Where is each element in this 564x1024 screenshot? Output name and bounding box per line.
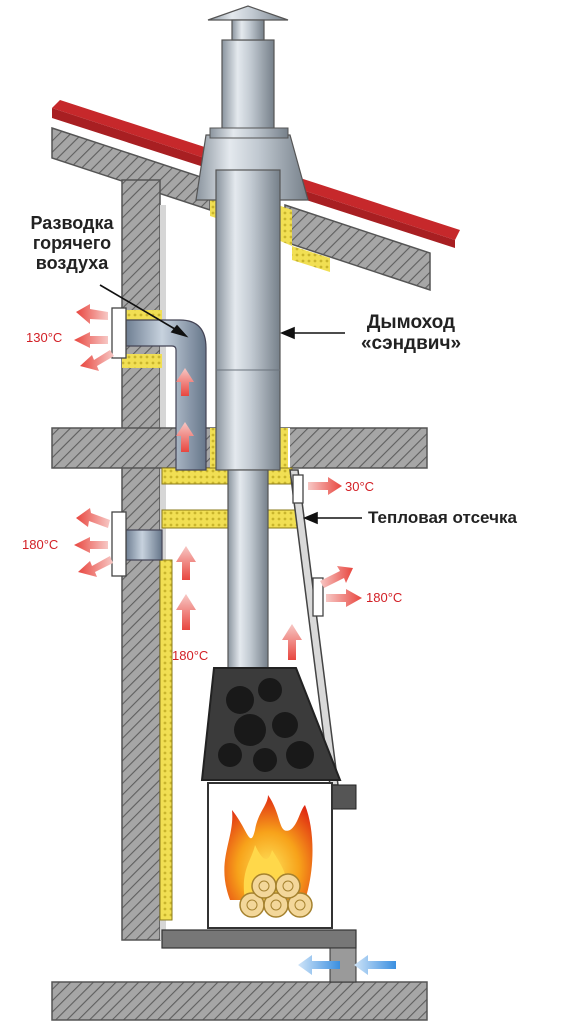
- floor: [51, 981, 428, 1021]
- temp-vent-lower: 180°C: [22, 537, 59, 552]
- chimney-label: Дымоход «сэндвич»: [352, 312, 470, 355]
- chimney-pipe: [195, 5, 309, 671]
- hot-air-label: Разводка горячего воздуха: [6, 213, 138, 273]
- chimney-label-line2: «сэндвич»: [360, 333, 462, 355]
- firewood-logs-icon: [239, 873, 313, 918]
- hot-air-label-line1: Разводка: [30, 213, 114, 233]
- temp-cutoff-above: 30°C: [345, 479, 375, 494]
- temp-inside-casing: 180°C: [172, 648, 209, 663]
- fireplace-hood: [200, 667, 357, 810]
- hot-air-label-line3: воздуха: [35, 253, 109, 274]
- leader-lines: [99, 284, 362, 525]
- thermal-cutoff-label: Тепловая отсечка: [368, 508, 517, 527]
- hot-air-label-line2: горячего: [32, 233, 112, 254]
- temp-vent-upper: 130°C: [26, 330, 63, 345]
- cold-air-arrows: [298, 955, 396, 975]
- temp-beside-chimney: 180°C: [366, 590, 403, 605]
- chimney-label-line1: Дымоход: [366, 312, 456, 333]
- hot-air-arrows: [74, 304, 362, 660]
- firebox: [161, 782, 357, 983]
